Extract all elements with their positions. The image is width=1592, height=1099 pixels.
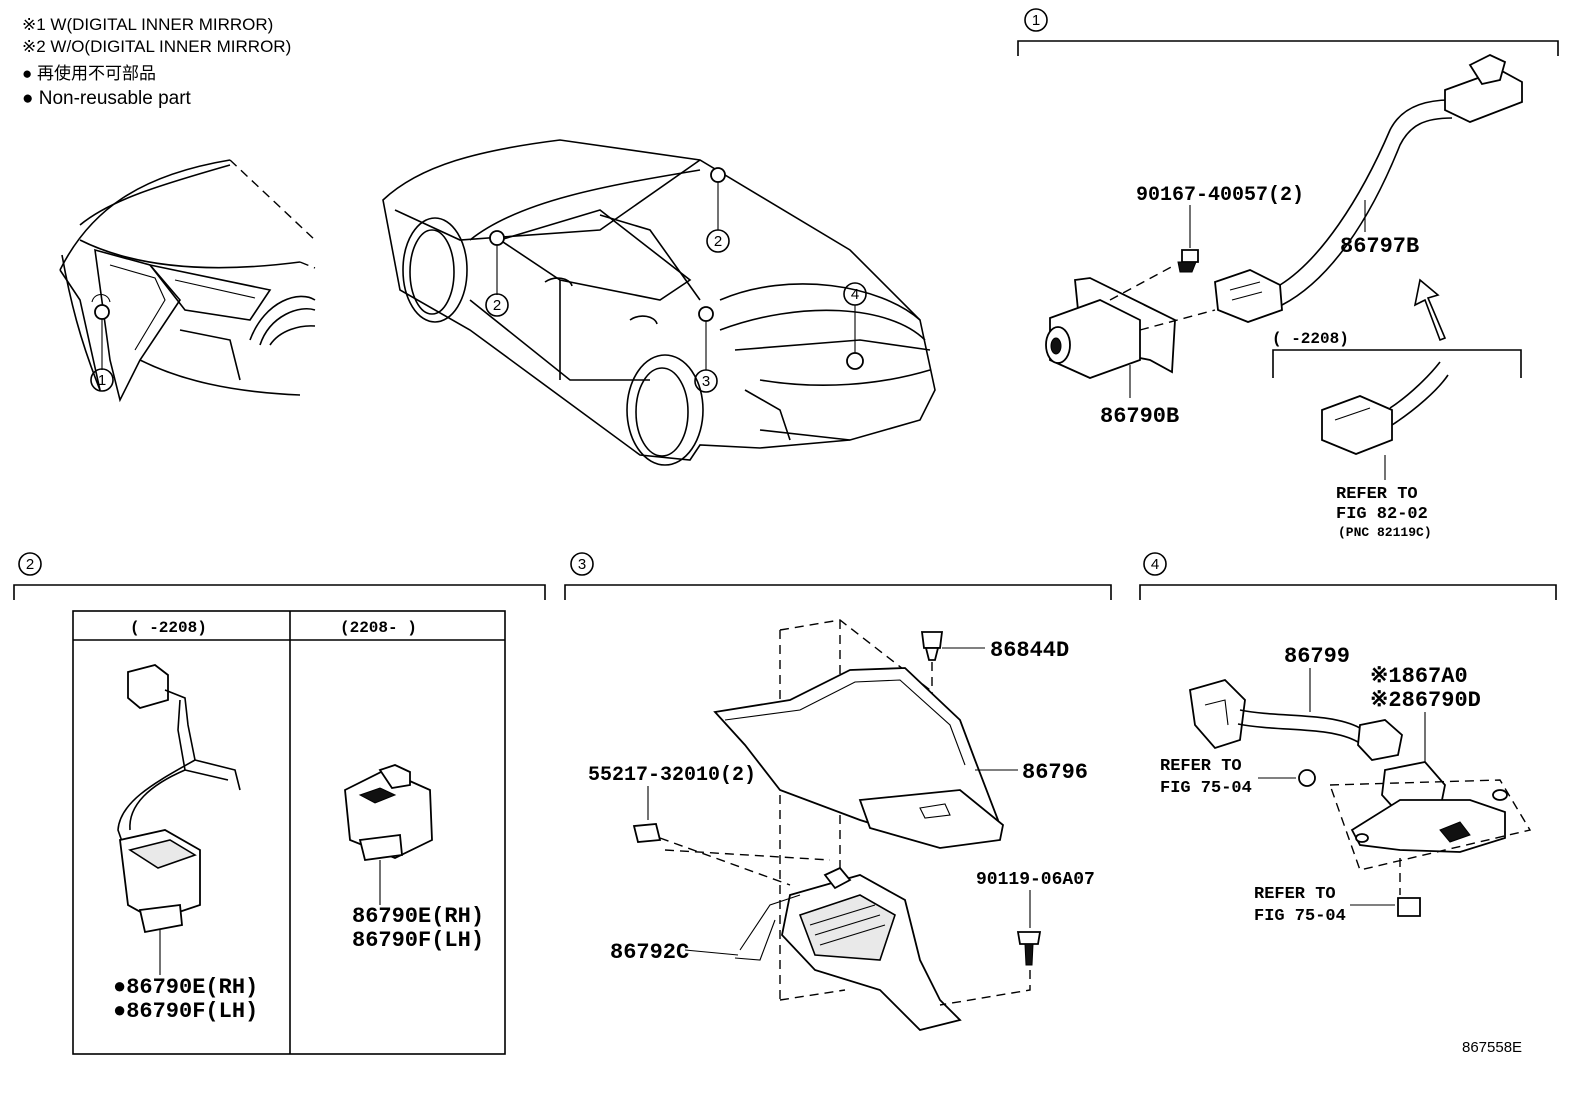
part-screw-90119: 90119-06A07 [976,870,1095,890]
callout-4: 4 [851,286,859,303]
part-cam-w: ※1867A0 [1370,664,1468,689]
refer-4a-line2: FIG 75-04 [1160,779,1252,798]
old-harness-connector [1321,395,1393,455]
front-car-illustration: 1 [59,159,316,403]
refer-4b-line1: REFER TO [1254,885,1336,904]
part-harness-86799: 86799 [1284,644,1350,669]
nut-icon [632,823,662,843]
part-nut-55217: 55217-32010(2) [588,764,756,787]
section-4-label: 4 [1151,556,1159,573]
camera-86790B [1049,299,1141,379]
section-2-label: 2 [26,556,34,573]
col1-part-lh: ●86790F(LH) [113,999,258,1024]
rear-car-illustration: 2 2 3 4 [382,139,936,466]
part-camera-86790B: 86790B [1100,404,1179,429]
part-ecu-86792C: 86792C [610,940,689,965]
section-2-col2-header: (2208- ) [340,619,417,637]
section-4: 4 86799 ※1867A0 ※286790D REFER TO FIG 75… [1139,552,1557,926]
grommet-icon [1298,769,1316,787]
col2-part-lh: 86790F(LH) [352,928,484,953]
refer-4b-line2: FIG 75-04 [1254,907,1346,926]
col1-part-rh: ●86790E(RH) [113,975,258,1000]
refer-4a-line1: REFER TO [1160,757,1242,776]
col2-part-rh: 86790E(RH) [352,904,484,929]
callout-2-right: 2 [714,233,722,250]
figure-code: 867558E [1462,1039,1522,1056]
legend: ※1 W(DIGITAL INNER MIRROR) ※2 W/O(DIGITA… [22,15,291,109]
legend-note-1: ※1 W(DIGITAL INNER MIRROR) [22,15,273,34]
arrow-icon [1413,278,1447,342]
section-3: 3 86844D 86796 55217-32010(2) 86792C 901… [564,552,1112,1031]
col1-harness-connector [127,664,169,709]
screw-icon [1016,931,1042,945]
range-label-1: ( -2208) [1272,330,1349,348]
part-cam-wo: ※286790D [1370,688,1481,713]
callout-3: 3 [702,373,710,390]
callout-1-front: 1 [98,372,106,389]
refer-1-line3: (PNC 82119C) [1338,525,1432,540]
callout-2-left: 2 [493,297,501,314]
legend-nonreusable-jp: ● 再使用不可部品 [22,63,156,83]
section-1-label: 1 [1032,12,1040,29]
section-2-col1-header: ( -2208) [130,619,207,637]
clip-86844D [920,631,944,649]
section-1: 1 90167-40057(2) 86790B 86797B ( -2208) [1017,8,1559,540]
section-1-bracket [1017,40,1559,56]
legend-note-2: ※2 W/O(DIGITAL INNER MIRROR) [22,37,291,56]
harness-86799-connector [1188,678,1246,750]
bolt-4-icon [1397,897,1421,917]
part-cover-86796: 86796 [1022,760,1088,785]
refer-1-line2: FIG 82-02 [1336,505,1428,524]
refer-1-line1: REFER TO [1336,485,1418,504]
section-2-table [72,610,506,1055]
part-clip-86844D: 86844D [990,638,1069,663]
section-2: 2 ( -2208) (2208- ) ●86790E(RH) ●86790F(… [13,552,546,1055]
bolt-icon [1181,249,1199,263]
section-3-label: 3 [578,556,586,573]
legend-nonreusable-en: ● Non-reusable part [22,88,192,109]
part-bolt-90167: 90167-40057(2) [1136,184,1304,207]
part-harness-86797B: 86797B [1340,234,1419,259]
